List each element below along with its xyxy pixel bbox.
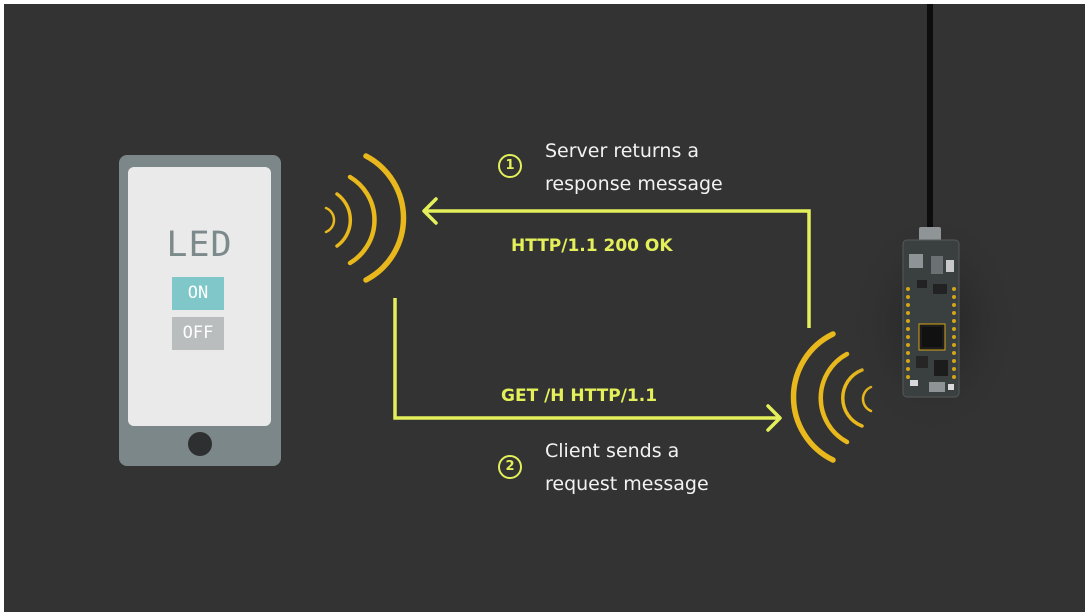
response-description: Server returns a response message xyxy=(545,135,723,201)
response-description-line2: response message xyxy=(545,173,723,195)
led-title: LED xyxy=(166,225,233,265)
diagram-canvas: LED ON OFF 1 Server returns a response m… xyxy=(4,4,1085,612)
smartphone: LED ON OFF xyxy=(119,155,281,466)
request-description-line2: request message xyxy=(545,473,709,495)
step-1-badge: 1 xyxy=(498,154,522,178)
request-arrow xyxy=(393,298,780,420)
response-arrowhead xyxy=(422,197,438,225)
request-arrowhead xyxy=(766,404,782,432)
response-description-line1: Server returns a xyxy=(545,140,700,162)
http-request-label: GET /H HTTP/1.1 xyxy=(501,386,658,406)
request-description: Client sends a request message xyxy=(545,435,709,501)
http-response-label: HTTP/1.1 200 OK xyxy=(511,236,673,256)
diagram-graphics xyxy=(324,4,1024,463)
step-2-badge: 2 xyxy=(498,455,522,479)
phone-screen: LED ON OFF xyxy=(128,167,271,426)
led-off-button[interactable]: OFF xyxy=(172,317,224,350)
usb-cable xyxy=(927,4,933,229)
request-description-line1: Client sends a xyxy=(545,440,680,462)
microcontroller-board-icon xyxy=(902,239,960,398)
phone-home-button xyxy=(188,432,212,456)
led-on-button[interactable]: ON xyxy=(172,277,224,310)
phone-wifi-signal-icon xyxy=(324,153,407,283)
response-arrow xyxy=(424,209,811,328)
